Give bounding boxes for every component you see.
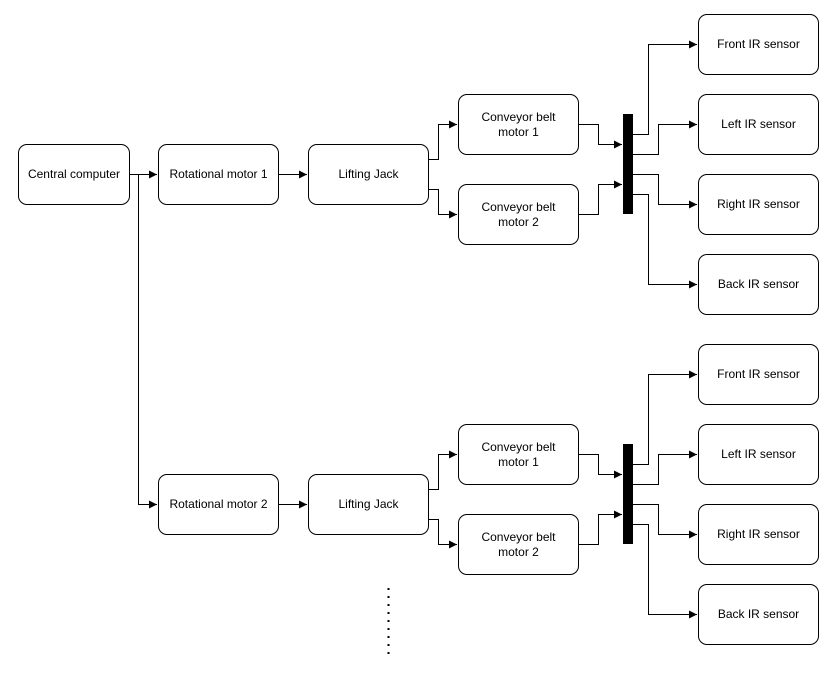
node-label-line-1: Conveyor belt: [481, 529, 556, 544]
node-lifting-jack-2: Lifting Jack: [308, 474, 429, 535]
node-central-computer: Central computer: [18, 144, 130, 205]
edge-bus2-to-back: [633, 524, 697, 619]
edge-bus1-to-front: [633, 40, 697, 135]
node-label-line-1: Conveyor belt: [481, 439, 556, 454]
node-label: Central computer: [27, 167, 121, 181]
node-label: Rotational motor 2: [169, 497, 268, 511]
edge-bus1-to-back: [633, 194, 697, 289]
node-label: Back IR sensor: [717, 607, 800, 621]
node-label: Rotational motor 1: [169, 167, 268, 181]
node-label-line-2: motor 2: [498, 214, 539, 229]
node-front-ir-sensor-b: Front IR sensor: [698, 344, 819, 405]
node-conveyor-belt-motor-1-a: Conveyor belt motor 1: [458, 94, 579, 155]
node-right-ir-sensor-a: Right IR sensor: [698, 174, 819, 235]
node-label-line-1: Conveyor belt: [481, 199, 556, 214]
node-label: Lifting Jack: [338, 497, 399, 511]
edge-cb1-to-bus2: [579, 454, 622, 479]
bus-bar-2: [623, 444, 633, 544]
node-front-ir-sensor-a: Front IR sensor: [698, 14, 819, 75]
node-label-line-2: motor 1: [498, 124, 539, 139]
edge-central-to-rot2: [138, 174, 157, 509]
node-conveyor-belt-motor-2-a: Conveyor belt motor 2: [458, 184, 579, 245]
node-lifting-jack-1: Lifting Jack: [308, 144, 429, 205]
edge-cb1-to-bus1: [579, 124, 622, 149]
edge-bus2-to-left: [633, 450, 697, 485]
node-label: Front IR sensor: [717, 367, 800, 381]
node-label: Right IR sensor: [717, 197, 800, 211]
node-label: Right IR sensor: [717, 527, 800, 541]
edge-jack2-to-cb1: [429, 450, 457, 490]
node-label: Left IR sensor: [721, 117, 796, 131]
node-rotational-motor-2: Rotational motor 2: [158, 474, 279, 535]
edge-bus2-to-front: [633, 370, 697, 465]
bus-bar-1: [623, 114, 633, 214]
node-conveyor-belt-motor-2-b: Conveyor belt motor 2: [458, 514, 579, 575]
node-right-ir-sensor-b: Right IR sensor: [698, 504, 819, 565]
edge-jack1-to-cb2: [429, 189, 457, 219]
node-label-line-2: motor 1: [498, 454, 539, 469]
node-label-line-1: Conveyor belt: [481, 109, 556, 124]
node-label: Back IR sensor: [717, 277, 800, 291]
node-rotational-motor-1: Rotational motor 1: [158, 144, 279, 205]
node-conveyor-belt-motor-1-b: Conveyor belt motor 1: [458, 424, 579, 485]
edge-jack2-to-cb2: [429, 519, 457, 549]
node-label-line-2: motor 2: [498, 544, 539, 559]
edge-bus1-to-left: [633, 120, 697, 155]
edge-cb2-to-bus2: [579, 510, 622, 545]
node-back-ir-sensor-a: Back IR sensor: [698, 254, 819, 315]
edge-cb2-to-bus1: [579, 180, 622, 215]
edge-bus1-to-right: [633, 174, 697, 209]
edge-jack1-to-cb1: [429, 120, 457, 160]
node-label: Lifting Jack: [338, 167, 399, 181]
node-label: Front IR sensor: [717, 37, 800, 51]
edge-bus2-to-right: [633, 504, 697, 539]
node-label: Left IR sensor: [721, 447, 796, 461]
node-back-ir-sensor-b: Back IR sensor: [698, 584, 819, 645]
node-left-ir-sensor-a: Left IR sensor: [698, 94, 819, 155]
node-left-ir-sensor-b: Left IR sensor: [698, 424, 819, 485]
